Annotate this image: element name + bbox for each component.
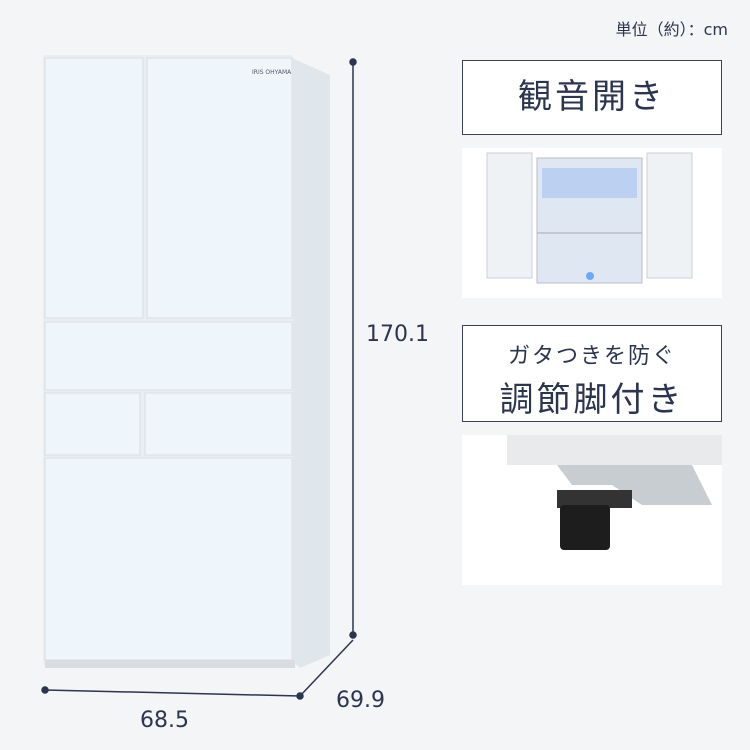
refrigerator-illustration: IRIS OHYAMA bbox=[41, 57, 357, 700]
dimension-lines bbox=[41, 58, 357, 700]
drawer-2-right bbox=[144, 392, 293, 456]
bottom-drawer bbox=[44, 457, 293, 661]
feature-french-doors: 観音開き bbox=[462, 60, 722, 135]
width-dimension: 68.5 bbox=[140, 708, 189, 733]
feature-title: 調節脚付き bbox=[499, 380, 685, 420]
feature-adjustable-feet: ガタつきを防ぐ 調節脚付き bbox=[462, 325, 722, 422]
left-door bbox=[44, 57, 144, 319]
logo: IRIS OHYAMA bbox=[252, 69, 292, 76]
drawer-2-left bbox=[44, 392, 141, 456]
fridge-side bbox=[292, 58, 330, 668]
feature-subtitle: ガタつきを防ぐ bbox=[507, 344, 676, 369]
right-door bbox=[146, 57, 293, 319]
unit-label: 単位（約）：cm bbox=[615, 20, 728, 39]
open-fridge-photo bbox=[462, 148, 722, 298]
adjustable-foot-photo bbox=[462, 435, 722, 585]
depth-dimension: 69.9 bbox=[336, 688, 385, 713]
height-dimension: 170.1 bbox=[366, 322, 429, 347]
drawer-1 bbox=[44, 321, 293, 391]
